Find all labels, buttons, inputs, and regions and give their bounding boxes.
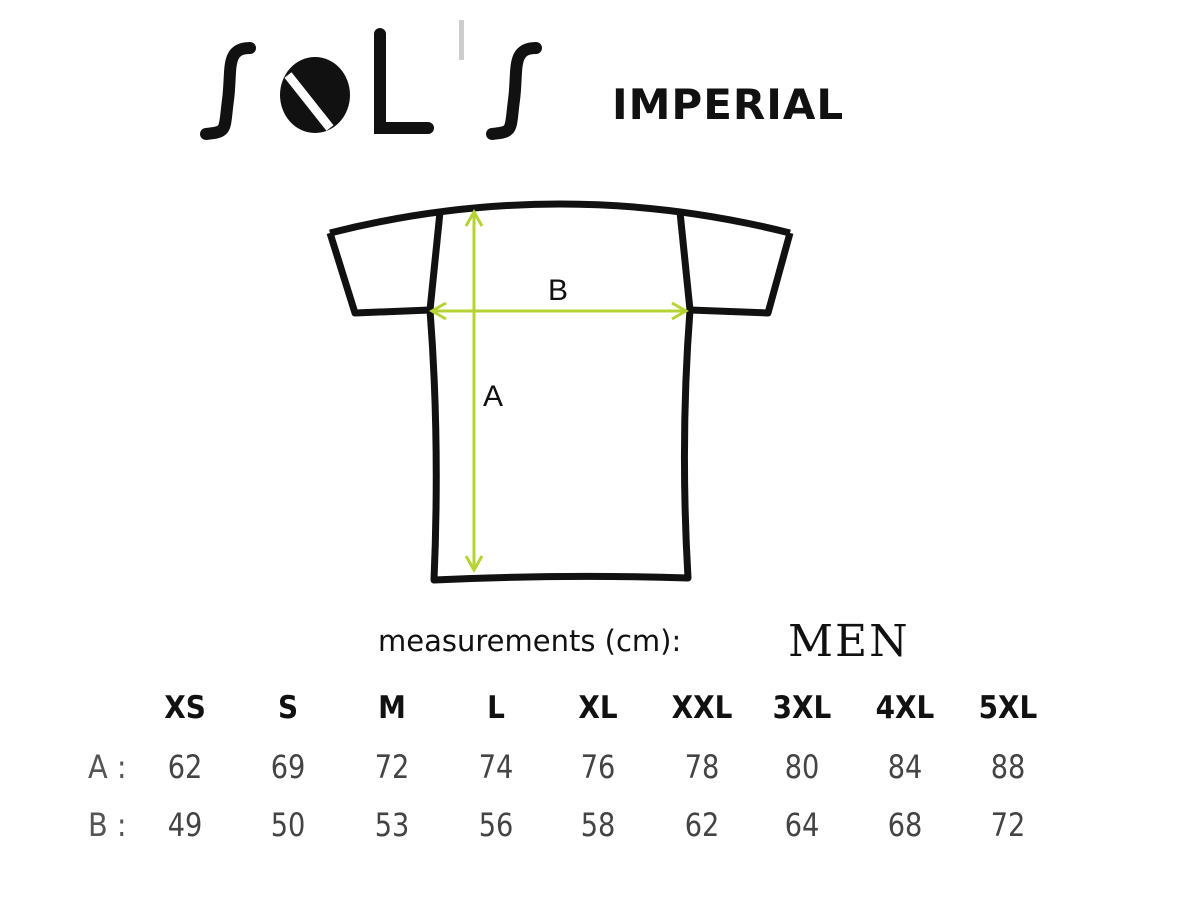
- size-header: L: [487, 690, 505, 726]
- sols-logo: [200, 28, 542, 140]
- size-header: XXL: [671, 690, 733, 726]
- table-cell: 68: [887, 806, 923, 844]
- tshirt-outline: [326, 200, 794, 584]
- table-cell: 56: [478, 806, 514, 844]
- size-header: M: [378, 690, 406, 726]
- brand-subtitle: IMPERIAL: [612, 80, 845, 129]
- table-cell: 84: [887, 748, 923, 786]
- table-cell: 50: [270, 806, 306, 844]
- table-cell: 76: [580, 748, 616, 786]
- size-header: XS: [164, 690, 206, 726]
- measurement-arrows: [428, 208, 690, 574]
- table-cell: 53: [374, 806, 410, 844]
- size-header: 3XL: [772, 690, 832, 726]
- table-cell: 58: [580, 806, 616, 844]
- logo-circle: [280, 57, 350, 133]
- label-b: B: [548, 274, 569, 307]
- table-cell: 74: [478, 748, 514, 786]
- table-cell: 69: [270, 748, 306, 786]
- table-cell: 64: [784, 806, 820, 844]
- logo-and-shirt-diagram: [200, 20, 794, 584]
- size-header: XL: [578, 690, 618, 726]
- table-cell: 78: [684, 748, 720, 786]
- size-header: 5XL: [978, 690, 1038, 726]
- measurements-label: measurements (cm):: [378, 624, 682, 658]
- table-cell: 49: [167, 806, 203, 844]
- label-a: A: [483, 380, 504, 413]
- size-header: 4XL: [875, 690, 935, 726]
- table-cell: 62: [684, 806, 720, 844]
- category-label: MEN: [788, 616, 910, 667]
- table-cell: 72: [374, 748, 410, 786]
- table-cell: 80: [784, 748, 820, 786]
- size-header: S: [277, 690, 299, 726]
- row-label: B :: [88, 806, 127, 844]
- table-cell: 72: [990, 806, 1026, 844]
- table-cell: 88: [990, 748, 1026, 786]
- row-label: A :: [88, 748, 127, 786]
- table-cell: 62: [167, 748, 203, 786]
